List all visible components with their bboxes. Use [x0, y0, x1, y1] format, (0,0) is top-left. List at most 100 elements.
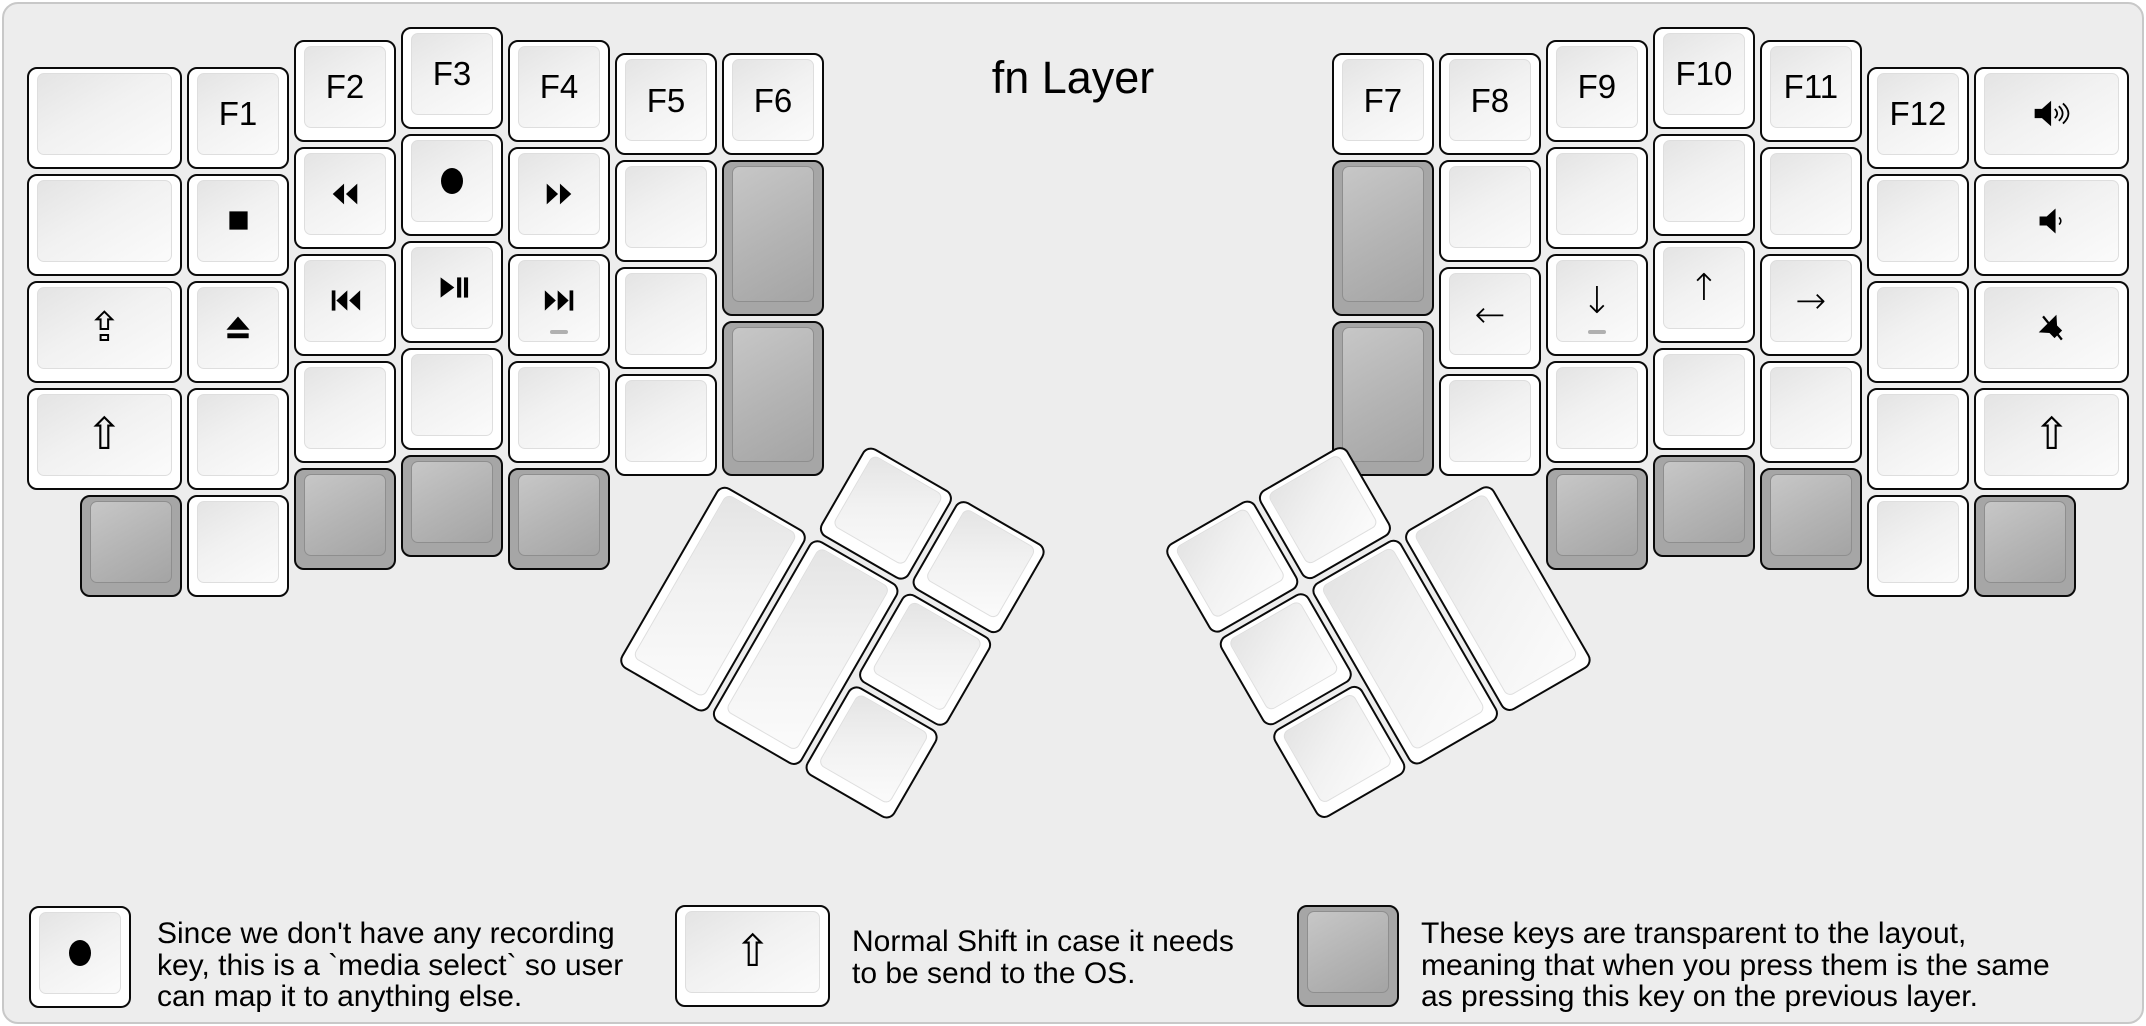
key-blank[interactable] — [1545, 146, 1648, 249]
key-f2[interactable]: F2 — [294, 39, 396, 142]
keycap-top — [1983, 179, 2120, 262]
key-f4[interactable]: F4 — [508, 39, 610, 142]
key-label: F4 — [539, 68, 579, 106]
key-transparent[interactable] — [1652, 454, 1755, 557]
keycap-top — [831, 453, 944, 566]
key-volume-up[interactable] — [1973, 66, 2130, 169]
keycap-top — [518, 259, 600, 342]
mute-icon — [2035, 311, 2069, 345]
key-play-pause[interactable] — [401, 240, 503, 343]
rewind-icon — [328, 177, 362, 211]
key-blank[interactable] — [1866, 280, 1969, 383]
key-glyph: → — [1795, 279, 1827, 323]
key-transparent[interactable] — [401, 454, 503, 557]
key-f1[interactable]: F1 — [187, 66, 289, 169]
key-shift-right[interactable]: ⇧ — [1973, 387, 2130, 490]
key-f10[interactable]: F10 — [1652, 26, 1755, 129]
key-glyph: ⇪ — [87, 303, 122, 352]
keycap-top: ↑ — [1662, 246, 1745, 329]
key-label: F12 — [1889, 95, 1947, 133]
key-arrow-down[interactable]: ↓ — [1545, 253, 1648, 356]
key-mute[interactable] — [1973, 280, 2130, 383]
key-blank[interactable] — [1866, 494, 1969, 597]
key-shift-left[interactable]: ⇧ — [26, 387, 182, 490]
key-label: F5 — [646, 81, 686, 119]
key-transparent[interactable] — [1331, 160, 1434, 316]
key-f9[interactable]: F9 — [1545, 39, 1648, 142]
key-transparent[interactable] — [294, 467, 396, 570]
key-f8[interactable]: F8 — [1438, 53, 1541, 156]
key-blank[interactable] — [1652, 347, 1755, 450]
key-glyph: ← — [1474, 292, 1506, 336]
keycap-top: F12 — [1876, 72, 1959, 155]
key-blank[interactable] — [187, 494, 289, 597]
eject-icon — [222, 312, 254, 344]
key-blank[interactable] — [1759, 146, 1862, 249]
key-arrow-right[interactable]: → — [1759, 253, 1862, 356]
play-pause-icon — [435, 271, 470, 304]
key-transparent[interactable] — [722, 160, 824, 316]
key-next-track[interactable] — [508, 253, 610, 356]
key-blank[interactable] — [1866, 173, 1969, 276]
key-stop[interactable] — [187, 173, 289, 276]
key-blank[interactable] — [508, 360, 610, 463]
key-blank[interactable] — [1866, 387, 1969, 490]
keycap-top: F8 — [1448, 59, 1531, 142]
keycap-top: F6 — [732, 59, 814, 142]
key-caps-lock[interactable]: ⇪ — [26, 280, 182, 383]
keycap-top — [625, 380, 707, 463]
keycap-top — [732, 166, 814, 302]
key-transparent[interactable] — [1545, 467, 1648, 570]
keycap-top — [411, 139, 493, 222]
key-f3[interactable]: F3 — [401, 26, 503, 129]
key-transparent[interactable] — [722, 320, 824, 477]
keycap-top — [625, 166, 707, 249]
keycap-top — [923, 506, 1036, 619]
homing-bar — [550, 329, 568, 334]
key-label: F2 — [325, 68, 365, 106]
key-blank[interactable] — [615, 374, 717, 477]
stop-icon — [223, 205, 254, 236]
key-f11[interactable]: F11 — [1759, 39, 1862, 142]
key-arrow-left[interactable]: ← — [1438, 267, 1541, 370]
key-f5[interactable]: F5 — [615, 53, 717, 156]
key-blank[interactable] — [294, 360, 396, 463]
legend-transparent-key — [1296, 904, 1399, 1007]
key-transparent[interactable] — [1759, 467, 1862, 570]
key-blank[interactable] — [615, 267, 717, 370]
key-f7[interactable]: F7 — [1331, 53, 1434, 156]
key-blank[interactable] — [1759, 360, 1862, 463]
key-blank[interactable] — [1438, 160, 1541, 263]
keycap-top — [411, 353, 493, 436]
keycap-top — [518, 366, 600, 449]
key-f12[interactable]: F12 — [1866, 66, 1969, 169]
key-blank[interactable] — [615, 160, 717, 263]
keycap-top — [518, 152, 600, 235]
key-arrow-up[interactable]: ↑ — [1652, 240, 1755, 343]
key-f6[interactable]: F6 — [722, 53, 824, 156]
key-label: F10 — [1675, 55, 1733, 92]
key-transparent[interactable] — [80, 494, 182, 597]
key-volume-down[interactable] — [1973, 173, 2130, 276]
keycap-top: F9 — [1555, 45, 1638, 128]
key-blank[interactable] — [1545, 360, 1648, 463]
keycap-top — [304, 473, 386, 556]
key-blank[interactable] — [1652, 133, 1755, 236]
key-blank[interactable] — [26, 173, 182, 276]
key-transparent[interactable] — [1331, 320, 1434, 477]
key-fast-forward[interactable] — [508, 146, 610, 249]
key-media-select[interactable] — [401, 133, 503, 236]
key-blank[interactable] — [26, 66, 182, 169]
prev-track-icon — [327, 284, 364, 317]
key-blank[interactable] — [1438, 374, 1541, 477]
key-transparent[interactable] — [508, 467, 610, 570]
key-eject[interactable] — [187, 280, 289, 383]
keycap-top — [304, 152, 386, 235]
key-rewind[interactable] — [294, 146, 396, 249]
key-blank[interactable] — [401, 347, 503, 450]
key-transparent[interactable] — [1973, 494, 2076, 597]
key-blank[interactable] — [187, 387, 289, 490]
keycap-top — [197, 500, 279, 583]
key-prev-track[interactable] — [294, 253, 396, 356]
